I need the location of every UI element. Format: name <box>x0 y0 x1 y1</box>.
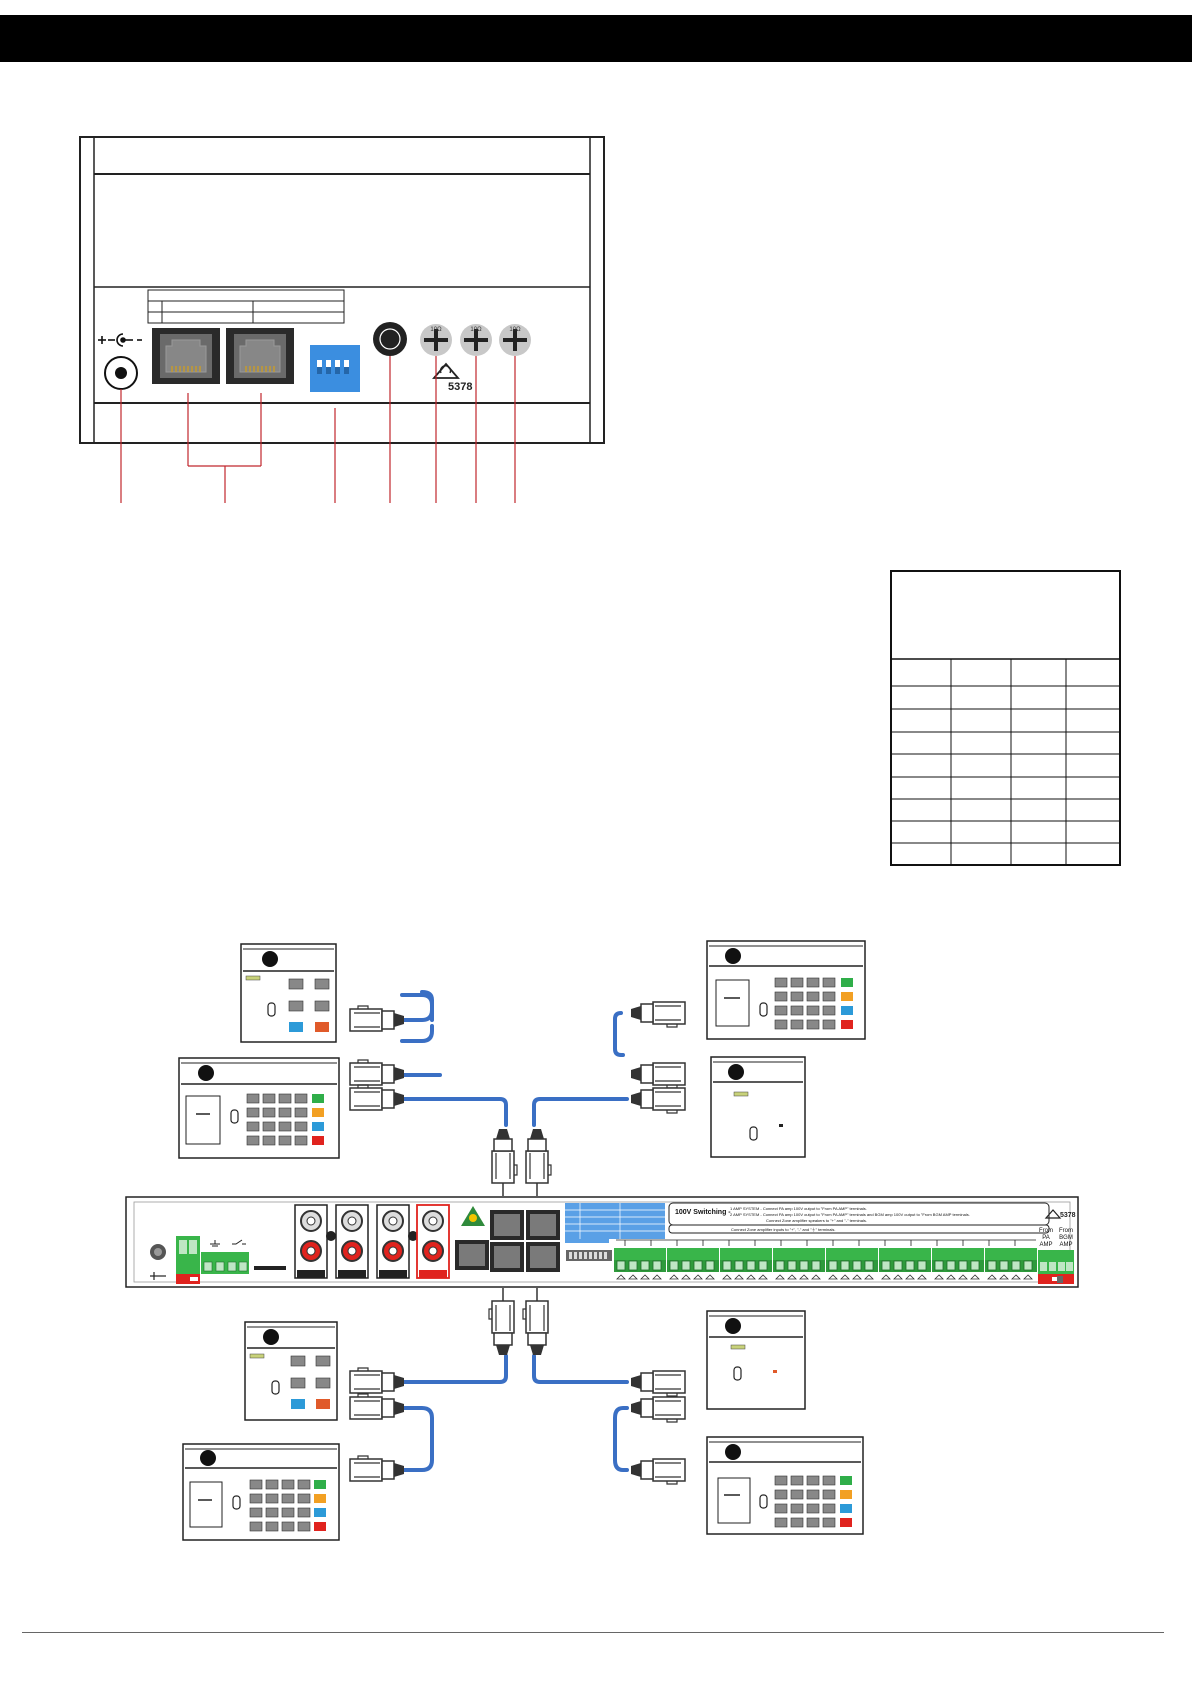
wall-panel-4key <box>240 943 337 1043</box>
wall-panel-16key-bottom <box>182 1443 340 1541</box>
wall-panel-16key-bottom-right <box>706 1436 864 1535</box>
wall-panel-4key-bottom <box>244 1321 338 1421</box>
from-bgm-label: AMP <box>1059 1242 1072 1248</box>
from-bgm-label: BGM <box>1059 1235 1073 1241</box>
dc-power-polarity-icon <box>98 333 142 347</box>
switching-notes: 100V Switching - 1 AMP SYSTEM - Connect … <box>668 1202 1050 1234</box>
wall-panel-volume-bottom-right <box>706 1310 806 1410</box>
pot-label: 10Ω <box>470 327 482 333</box>
rcm-certification-icon: 5378 <box>432 362 472 393</box>
rj45-label-grid <box>147 289 345 324</box>
switching-note: Connect Zone amplifier inputs to "+", "-… <box>731 1226 835 1232</box>
terminal-block-2 <box>201 1239 249 1274</box>
switching-title: 100V Switching - <box>675 1209 731 1216</box>
from-pa-label: AMP <box>1039 1242 1052 1248</box>
knob-icon <box>373 322 407 356</box>
header-bar <box>0 15 1192 62</box>
dc-power-jack <box>104 356 138 390</box>
rca-inputs <box>294 1204 450 1279</box>
cable-top <box>400 990 629 1127</box>
from-amp-terminals <box>1038 1250 1074 1284</box>
rj45-plug-icon <box>349 1300 686 1485</box>
cable-bottom <box>400 1354 629 1472</box>
cert-code: 5378 <box>1060 1212 1076 1219</box>
wall-panel-volume-right <box>710 1056 806 1158</box>
wall-panel-16key <box>178 1057 340 1159</box>
zone-tick-marks <box>616 1239 1036 1246</box>
small-terminal-block <box>176 1236 200 1284</box>
from-pa-label: From <box>1039 1228 1053 1234</box>
dip-switch-icon <box>566 1250 612 1261</box>
from-bgm-label: From <box>1059 1228 1073 1234</box>
footer-rule <box>22 1632 1164 1633</box>
wall-panel-16key-right <box>706 940 866 1040</box>
dip-switch-icon <box>310 345 360 392</box>
from-pa-label: PA <box>1042 1235 1050 1241</box>
rj45-plug-icon <box>349 1001 686 1184</box>
switching-note: Connect Zone amplifier speakers to "+" a… <box>766 1218 867 1223</box>
callout-leaders <box>120 356 516 503</box>
australian-made-logo <box>458 1205 488 1230</box>
amp-unit: 100V Switching - 1 AMP SYSTEM - Connect … <box>125 1196 1079 1288</box>
switching-note: 1 AMP SYSTEM - Connect PA amp 100V outpu… <box>730 1206 867 1211</box>
cert-code: 5378 <box>448 381 472 393</box>
trim-pot-icon: 10Ω 10Ω 10Ω <box>420 324 531 356</box>
switching-table <box>565 1203 665 1243</box>
rear-panel-view: 10Ω 10Ω 10Ω 5378 <box>79 136 605 444</box>
switching-note: 2 AMP SYSTEM - Connect PA amp 100V outpu… <box>730 1212 970 1217</box>
rcm-certification-icon: 5378 <box>1044 1209 1076 1219</box>
ground-icon <box>150 1272 166 1280</box>
settings-table <box>890 570 1121 866</box>
pot-label: 10Ω <box>430 327 442 333</box>
rj45-socket-icon <box>455 1210 560 1272</box>
dc-jack <box>150 1244 166 1260</box>
from-amp-labels: From PA AMP From BGM AMP <box>1039 1228 1073 1248</box>
pot-label: 10Ω <box>509 327 521 333</box>
